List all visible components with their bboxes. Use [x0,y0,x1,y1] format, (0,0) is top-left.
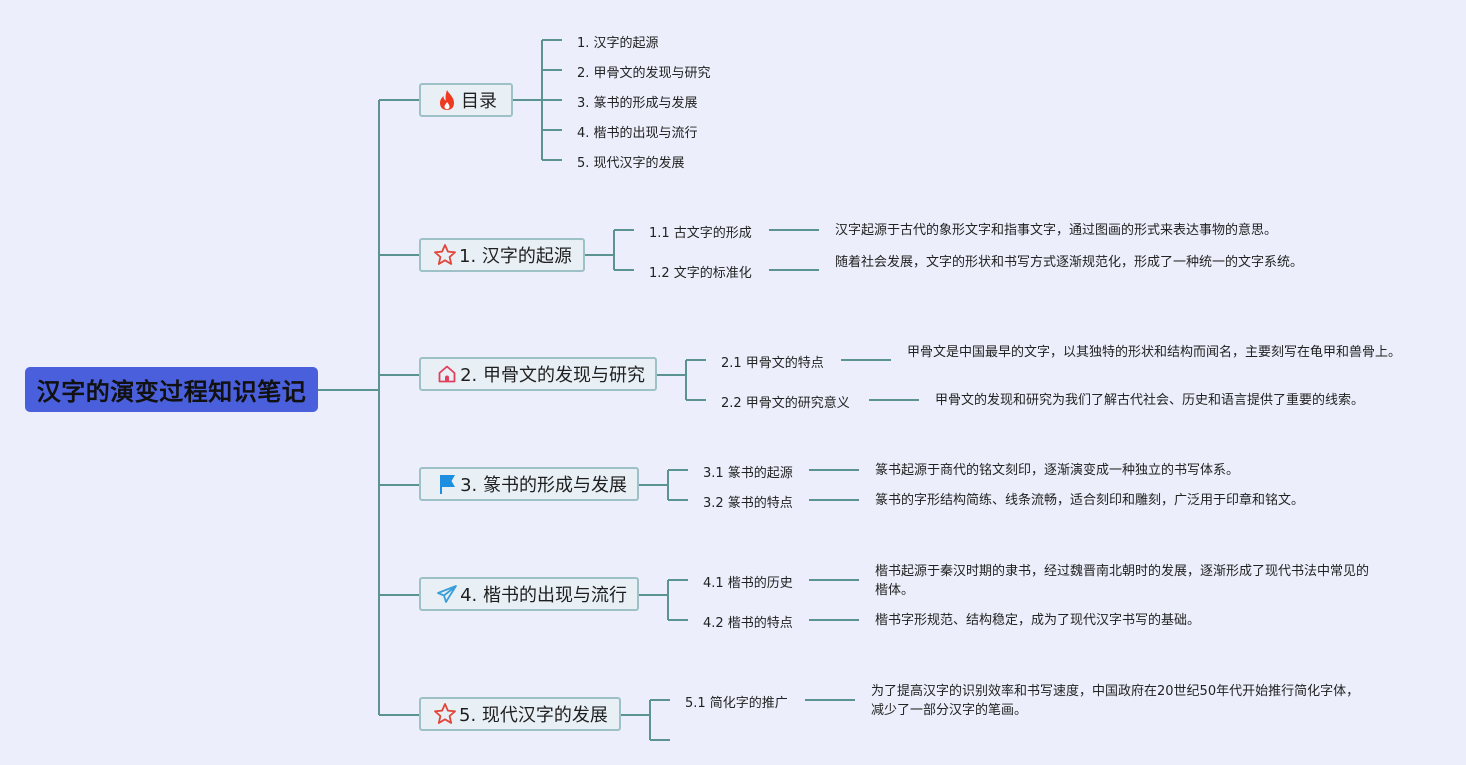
description: 随着社会发展，文字的形状和书写方式逐渐规范化，形成了一种统一的文字系统。 [835,255,1304,270]
subtopic[interactable]: 2.1 甲骨文的特点 [721,356,824,371]
topic-1[interactable]: 1. 汉字的起源 [419,238,585,272]
paper-plane-icon [435,582,458,606]
flag-icon [435,472,458,496]
description: 楷书起源于秦汉时期的隶书，经过魏晋南北朝时的发展，逐渐形成了现代书法中常见的楷体… [875,564,1370,598]
subtopic[interactable]: 1.2 文字的标准化 [649,266,752,281]
home-icon [435,362,458,386]
description: 甲骨文的发现和研究为我们了解古代社会、历史和语言提供了重要的线索。 [935,393,1365,408]
toc-item[interactable]: 5. 现代汉字的发展 [577,156,685,171]
topic-label: 2. 甲骨文的发现与研究 [460,365,645,386]
root-topic[interactable]: 汉字的演变过程知识笔记 [25,367,318,412]
description: 甲骨文是中国最早的文字，以其独特的形状和结构而闻名，主要刻写在龟甲和兽骨上。 [907,345,1402,360]
root-title: 汉字的演变过程知识笔记 [36,378,307,406]
description: 篆书的字形结构简练、线条流畅，适合刻印和雕刻，广泛用于印章和铭文。 [875,493,1305,508]
topic-4[interactable]: 4. 楷书的出现与流行 [419,577,639,611]
fire-icon [435,88,459,112]
star-icon [433,243,457,267]
topic-label: 5. 现代汉字的发展 [459,705,608,726]
subtopic[interactable]: 2.2 甲骨文的研究意义 [721,396,850,411]
topic-label: 目录 [461,91,497,112]
topic-2[interactable]: 2. 甲骨文的发现与研究 [419,357,657,391]
description: 楷书字形规范、结构稳定，成为了现代汉字书写的基础。 [875,613,1201,628]
subtopic[interactable]: 5.1 简化字的推广 [685,696,788,711]
subtopic[interactable]: 4.1 楷书的历史 [703,576,793,591]
topic-label: 4. 楷书的出现与流行 [460,585,627,606]
star-icon [433,702,457,726]
toc-item[interactable]: 1. 汉字的起源 [577,36,659,51]
topic-label: 3. 篆书的形成与发展 [460,475,627,496]
subtopic[interactable]: 3.1 篆书的起源 [703,466,793,481]
subtopic[interactable]: 3.2 篆书的特点 [703,496,793,511]
topic-toc[interactable]: 目录 [419,83,513,117]
toc-item[interactable]: 3. 篆书的形成与发展 [577,96,698,111]
topic-3[interactable]: 3. 篆书的形成与发展 [419,467,639,501]
topic-5[interactable]: 5. 现代汉字的发展 [419,697,621,731]
description: 汉字起源于古代的象形文字和指事文字，通过图画的形式来表达事物的意思。 [835,223,1278,238]
description: 为了提高汉字的识别效率和书写速度，中国政府在20世纪50年代开始推行简化字体，减… [871,684,1360,718]
toc-item[interactable]: 2. 甲骨文的发现与研究 [577,66,711,81]
toc-item[interactable]: 4. 楷书的出现与流行 [577,126,698,141]
subtopic[interactable]: 4.2 楷书的特点 [703,616,793,631]
topic-label: 1. 汉字的起源 [459,246,572,267]
subtopic[interactable]: 1.1 古文字的形成 [649,226,752,241]
description: 篆书起源于商代的铭文刻印，逐渐演变成一种独立的书写体系。 [875,463,1240,478]
